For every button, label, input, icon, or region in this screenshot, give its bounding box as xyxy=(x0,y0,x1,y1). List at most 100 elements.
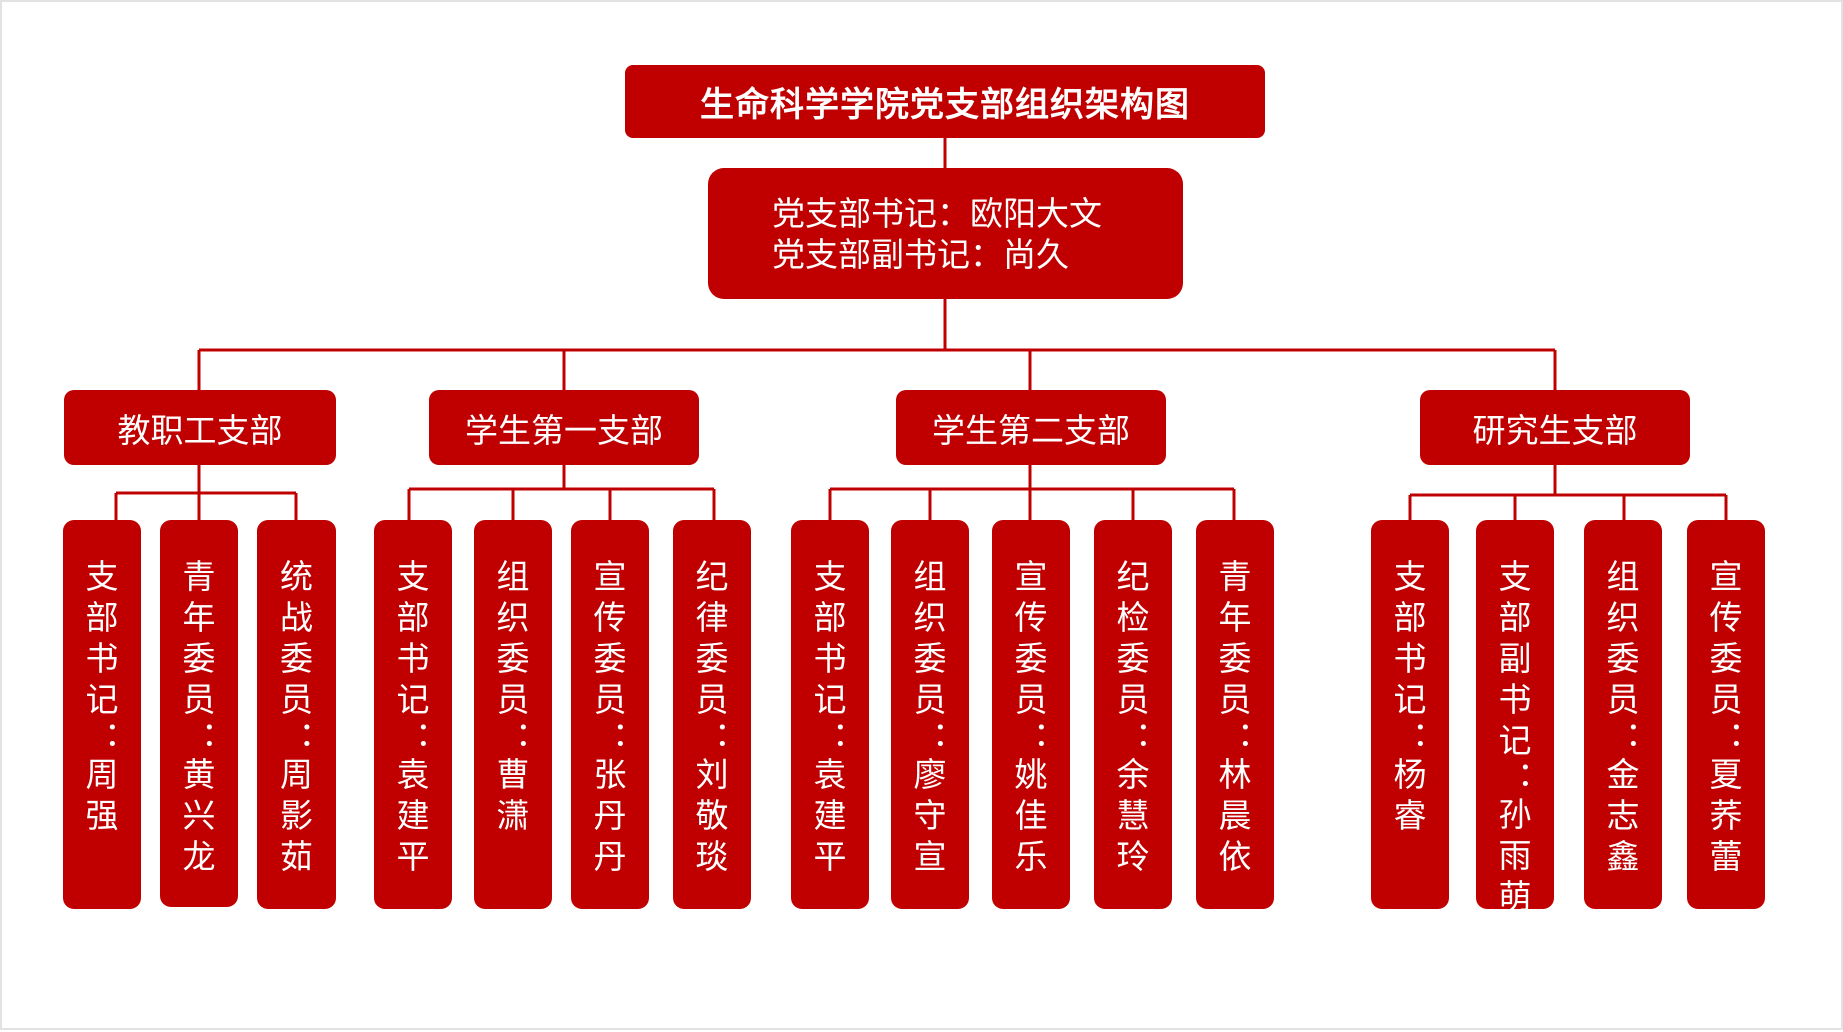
member-char: 丹 xyxy=(593,837,627,876)
member-char: 志 xyxy=(1606,796,1640,835)
member-char: 晨 xyxy=(1218,796,1252,835)
member-card: 统战委员：周影茹 xyxy=(257,520,336,909)
member-char: 部 xyxy=(396,598,430,637)
member-char: 依 xyxy=(1218,837,1252,876)
member-char: 律 xyxy=(695,598,729,637)
member-card: 支部书记：周强 xyxy=(63,520,141,909)
member-char: 委 xyxy=(182,639,216,678)
member-char: 建 xyxy=(396,796,430,835)
member-char: 萌 xyxy=(1498,877,1532,916)
member-char: 员 xyxy=(1606,680,1640,719)
member-char: 组 xyxy=(496,557,530,596)
member-char: 余 xyxy=(1116,755,1150,794)
member-char: 慧 xyxy=(1116,796,1150,835)
member-char: 支 xyxy=(813,557,847,596)
member-char: 传 xyxy=(1014,598,1048,637)
member-char: 宣 xyxy=(1014,557,1048,596)
member-char: 睿 xyxy=(1393,796,1427,835)
member-char: 丹 xyxy=(593,796,627,835)
member-char: 龙 xyxy=(182,837,216,876)
member-char: 杨 xyxy=(1393,755,1427,794)
member-char: ： xyxy=(83,720,122,754)
member-char: 记 xyxy=(813,680,847,719)
member-char: 曹 xyxy=(496,755,530,794)
member-char: ： xyxy=(277,720,317,754)
member-char: 影 xyxy=(280,796,313,835)
member-char: 战 xyxy=(280,598,313,637)
member-char: 员 xyxy=(280,680,313,719)
member-char: 姚 xyxy=(1014,755,1048,794)
member-char: 书 xyxy=(1393,639,1427,678)
member-char: 纪 xyxy=(695,557,729,596)
member-char: 佳 xyxy=(1014,796,1048,835)
member-card: 宣传委员：夏荞蕾 xyxy=(1687,520,1765,909)
member-card: 支部书记：袁建平 xyxy=(374,520,452,909)
member-card: 纪律委员：刘敬琰 xyxy=(673,520,751,909)
member-char: ： xyxy=(911,720,950,754)
member-char: 记 xyxy=(1498,721,1532,760)
member-char: ： xyxy=(180,720,219,754)
member-char: 员 xyxy=(496,680,530,719)
member-char: 建 xyxy=(813,796,847,835)
member-char: ： xyxy=(1707,720,1746,754)
member-card: 支部书记：袁建平 xyxy=(791,520,869,909)
member-char: 雨 xyxy=(1498,836,1532,875)
member-char: 员 xyxy=(1218,680,1252,719)
member-char: 兴 xyxy=(182,796,216,835)
member-char: 织 xyxy=(496,598,530,637)
member-char: 委 xyxy=(1606,639,1640,678)
member-char: 玲 xyxy=(1116,837,1150,876)
member-char: 刘 xyxy=(695,755,729,794)
member-char: 委 xyxy=(593,639,627,678)
member-char: 部 xyxy=(85,598,119,637)
member-char: 袁 xyxy=(396,755,430,794)
member-char: ： xyxy=(1012,720,1051,754)
member-char: ： xyxy=(811,720,850,754)
party-secretary-box: 党支部书记：欧阳大文 党支部副书记：尚久 xyxy=(708,168,1183,299)
member-char: 荞 xyxy=(1709,796,1743,835)
member-char: 茹 xyxy=(280,837,313,876)
member-char: 员 xyxy=(695,680,729,719)
member-char: 宣 xyxy=(593,557,627,596)
member-char: 员 xyxy=(1116,680,1150,719)
member-char: 员 xyxy=(593,680,627,719)
member-char: 织 xyxy=(913,598,947,637)
member-char: 琰 xyxy=(695,837,729,876)
member-char: 委 xyxy=(280,639,313,678)
branch-student-1: 学生第一支部 xyxy=(429,390,699,465)
member-char: ： xyxy=(1604,720,1643,754)
member-char: 周 xyxy=(85,755,119,794)
secretary-line: 党支部书记：欧阳大文 xyxy=(772,193,1102,233)
member-char: 书 xyxy=(85,639,119,678)
member-char: ： xyxy=(1391,720,1430,754)
member-char: 廖 xyxy=(913,755,947,794)
member-char: 组 xyxy=(1606,557,1640,596)
member-char: 记 xyxy=(85,680,119,719)
member-char: 夏 xyxy=(1709,755,1743,794)
member-char: 鑫 xyxy=(1606,837,1640,876)
branch-graduate: 研究生支部 xyxy=(1420,390,1690,465)
member-char: 部 xyxy=(813,598,847,637)
member-char: 传 xyxy=(593,598,627,637)
member-char: 张 xyxy=(593,755,627,794)
member-char: 平 xyxy=(396,837,430,876)
member-card: 宣传委员：张丹丹 xyxy=(571,520,649,909)
member-char: 书 xyxy=(813,639,847,678)
member-char: 员 xyxy=(913,680,947,719)
member-card: 组织委员：金志鑫 xyxy=(1584,520,1662,909)
member-char: 员 xyxy=(182,680,216,719)
member-char: 支 xyxy=(1393,557,1427,596)
member-char: 年 xyxy=(182,598,216,637)
member-char: 金 xyxy=(1606,755,1640,794)
member-char: 强 xyxy=(85,796,119,835)
member-char: 记 xyxy=(396,680,430,719)
member-char: 林 xyxy=(1218,755,1252,794)
member-char: 委 xyxy=(1218,639,1252,678)
branch-faculty: 教职工支部 xyxy=(64,390,336,465)
member-char: 委 xyxy=(1709,639,1743,678)
member-card: 支部副书记：孙雨萌 xyxy=(1476,520,1554,916)
member-char: ： xyxy=(1114,720,1153,754)
member-char: 织 xyxy=(1606,598,1640,637)
